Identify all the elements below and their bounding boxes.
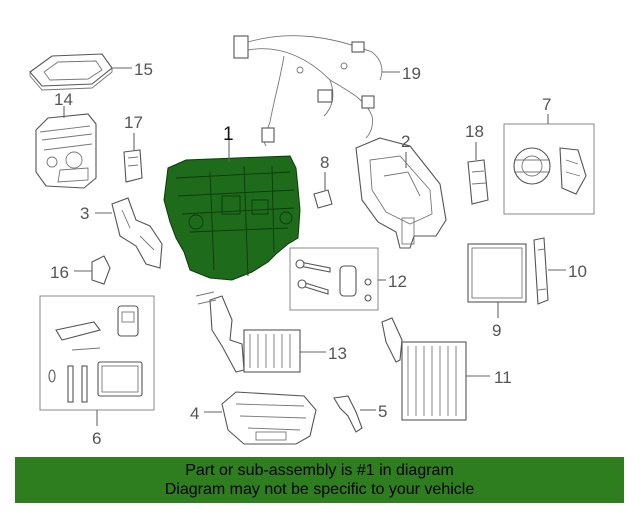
part-4-lower-case[interactable]	[221, 391, 317, 445]
part-3-duct[interactable]	[111, 197, 163, 269]
callout-4: 4	[190, 404, 199, 423]
callout-5: 5	[378, 402, 387, 421]
callout-11: 11	[494, 368, 512, 387]
callout-19: 19	[402, 64, 421, 83]
part-8-bracket[interactable]	[313, 189, 333, 209]
callout-1: 1	[223, 124, 234, 145]
part-9-cabin-filter[interactable]	[467, 243, 527, 303]
callout-9: 9	[492, 321, 501, 340]
banner-line-1: Part or sub-assembly is #1 in diagram	[185, 462, 454, 479]
callout-16: 16	[50, 263, 69, 282]
part-17-sensor[interactable]	[123, 149, 143, 183]
part-7-blower-motor[interactable]	[503, 123, 595, 215]
callout-12: 12	[388, 272, 407, 291]
callout-3: 3	[80, 204, 89, 223]
callout-15: 15	[134, 60, 153, 79]
info-banner: Part or sub-assembly is #1 in diagram Di…	[15, 457, 624, 503]
part-10-filter-door[interactable]	[533, 237, 549, 305]
part-5-drain-tube[interactable]	[333, 395, 363, 433]
callout-17: 17	[124, 113, 143, 132]
parts-diagram: 15 14 17 3 16 6	[29, 35, 595, 448]
callout-18: 18	[465, 122, 484, 141]
callout-10: 10	[568, 262, 587, 281]
banner-line-2: Diagram may not be specific to your vehi…	[164, 481, 475, 498]
callout-14: 14	[54, 90, 73, 109]
part-6-kit-box[interactable]	[39, 295, 155, 411]
part-18-actuator[interactable]	[467, 159, 489, 205]
part-2-case-half[interactable]	[355, 137, 447, 249]
part-13-heater-core[interactable]	[195, 291, 301, 373]
callout-8: 8	[320, 153, 329, 172]
callout-6: 6	[92, 429, 101, 448]
part-19-wiring-harness[interactable]	[233, 35, 383, 147]
callout-2: 2	[401, 132, 410, 151]
part-15-filter-frame[interactable]	[29, 53, 113, 91]
callout-7: 7	[542, 95, 551, 114]
part-16-clip[interactable]	[91, 255, 111, 285]
part-1-hvac-assembly[interactable]	[163, 155, 301, 281]
part-11-evaporator[interactable]	[381, 317, 467, 421]
callout-13: 13	[328, 344, 347, 363]
part-14-housing[interactable]	[35, 113, 97, 189]
part-12-hardware-kit[interactable]	[289, 247, 379, 311]
